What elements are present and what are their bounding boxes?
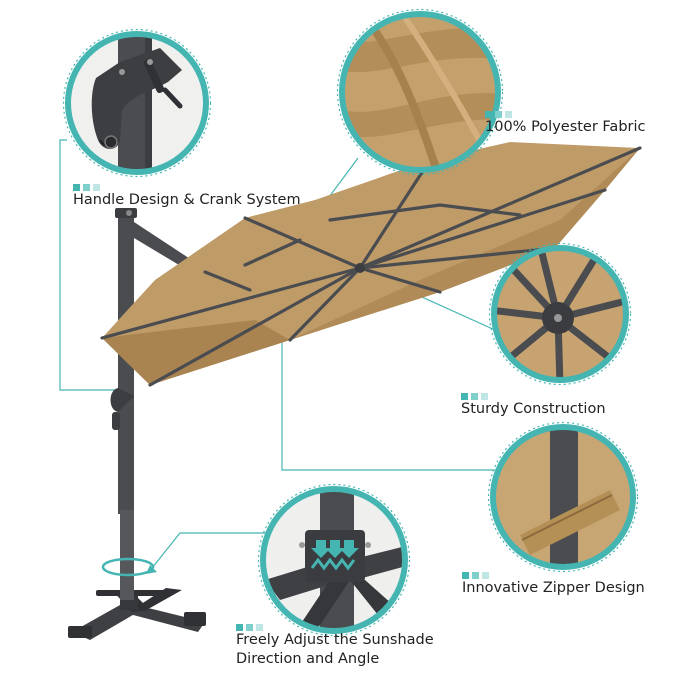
label-dots — [73, 178, 301, 191]
feature-label-fabric: 100% Polyester Fabric — [485, 105, 645, 137]
rotation-arrows-icon — [257, 483, 411, 637]
connector-handle — [59, 139, 125, 391]
handle-label-text: Handle Design & Crank System — [73, 192, 301, 208]
handle-crank-icon — [62, 28, 212, 178]
connector-rotate — [151, 532, 280, 569]
feature-label-rotate: Freely Adjust the Sunshade Direction and… — [236, 618, 434, 669]
feature-label-construction: Sturdy Construction — [461, 387, 606, 419]
label-dots — [485, 105, 645, 118]
rotation-ring — [101, 557, 157, 577]
construction-label-text: Sturdy Construction — [461, 401, 606, 417]
pole-handle — [110, 388, 134, 430]
rotate-label-line1: Freely Adjust the Sunshade — [236, 632, 434, 648]
zipper-icon — [487, 421, 639, 573]
zipper-label-text: Innovative Zipper Design — [462, 580, 645, 596]
feature-label-zipper: Innovative Zipper Design — [462, 566, 645, 598]
connector-zipper — [281, 340, 495, 471]
umbrella-base — [68, 588, 206, 640]
fabric-texture-icon — [336, 8, 504, 176]
fabric-label-text: 100% Polyester Fabric — [485, 119, 646, 135]
feature-label-handle: Handle Design & Crank System — [73, 178, 301, 210]
label-dots — [462, 566, 645, 579]
label-dots — [236, 618, 434, 631]
rotate-label-line2: Direction and Angle — [236, 651, 380, 667]
label-dots — [461, 387, 606, 400]
umbrella-canopy — [100, 142, 642, 387]
connector-lines — [59, 139, 496, 569]
